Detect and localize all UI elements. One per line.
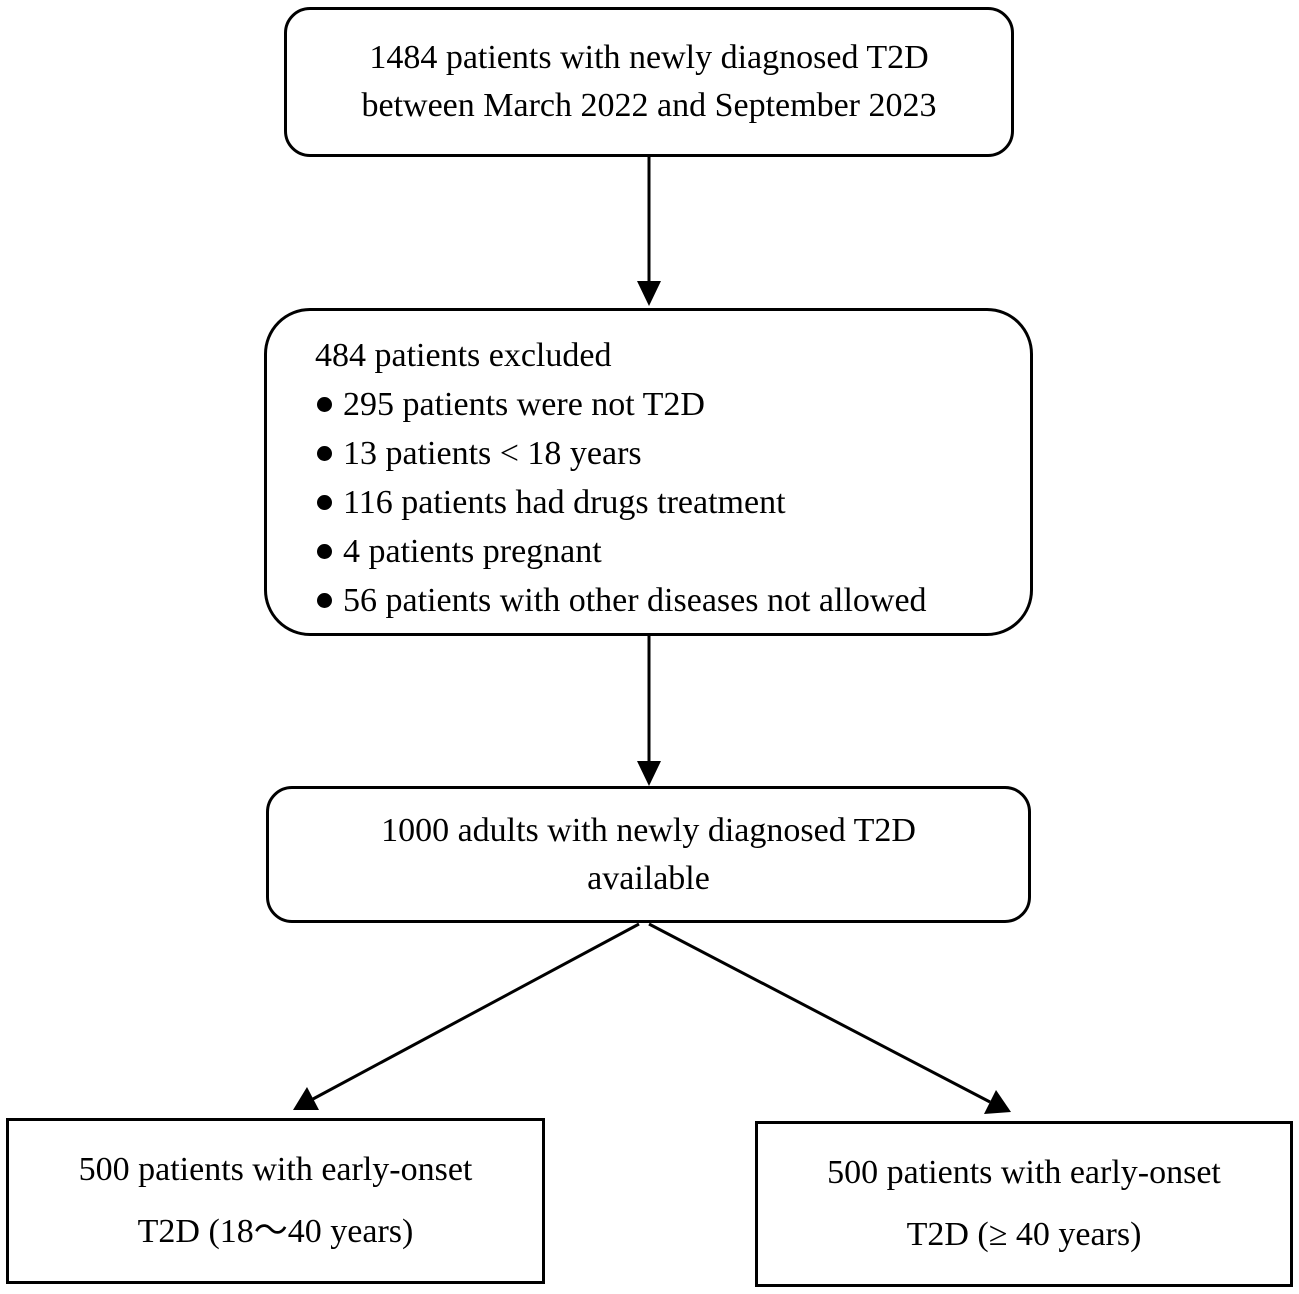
arrowhead-available-to-early-onset	[293, 1087, 319, 1110]
available-cohort-line-2: available	[587, 859, 710, 897]
exclusion-item-text: 295 patients were not T2D	[343, 386, 705, 423]
bullet-icon	[317, 397, 332, 412]
exclusion-box: 484 patients excluded 295 patients were …	[264, 308, 1033, 636]
initial-cohort-line-1: 1484 patients with newly diagnosed T2D	[369, 39, 929, 76]
available-cohort-line-1: 1000 adults with newly diagnosed T2D	[381, 811, 916, 849]
exclusion-item: 116 patients had drugs treatment	[315, 478, 927, 527]
initial-cohort-line-2: between March 2022 and September 2023	[361, 87, 937, 124]
exclusion-item-text: 4 patients pregnant	[343, 533, 602, 570]
bullet-icon	[317, 446, 332, 461]
early-onset-group-box: 500 patients with early-onset T2D (18～40…	[6, 1118, 545, 1284]
arrow-available-to-early-onset	[312, 922, 640, 1101]
exclusion-list: 295 patients were not T2D 13 patients < …	[315, 380, 927, 625]
exclusion-item: 13 patients < 18 years	[315, 429, 927, 478]
exclusion-heading: 484 patients excluded	[315, 337, 612, 374]
bullet-icon	[317, 593, 332, 608]
bullet-icon	[317, 495, 332, 510]
exclusion-item-text: 13 patients < 18 years	[343, 435, 642, 472]
bullet-icon	[317, 544, 332, 559]
late-onset-line-1: 500 patients with early-onset	[827, 1154, 1221, 1191]
late-onset-line-2: T2D (≥ 40 years)	[906, 1216, 1142, 1253]
exclusion-item: 4 patients pregnant	[315, 527, 927, 576]
early-onset-line-2: T2D (18～40 years)	[137, 1213, 414, 1250]
arrowhead-initial-to-excluded	[637, 281, 661, 306]
exclusion-item: 295 patients were not T2D	[315, 380, 927, 429]
arrowhead-available-to-late-onset	[984, 1090, 1011, 1114]
arrow-available-to-late-onset	[648, 922, 991, 1104]
exclusion-item-text: 116 patients had drugs treatment	[343, 484, 786, 521]
exclusion-item: 56 patients with other diseases not allo…	[315, 576, 927, 625]
initial-cohort-box: 1484 patients with newly diagnosed T2D b…	[284, 7, 1014, 157]
available-cohort-box: 1000 adults with newly diagnosed T2D ava…	[266, 786, 1031, 923]
late-onset-group-box: 500 patients with early-onset T2D (≥ 40 …	[755, 1121, 1293, 1287]
early-onset-line-1: 500 patients with early-onset	[78, 1151, 473, 1188]
arrowhead-excluded-to-available	[637, 761, 661, 786]
exclusion-item-text: 56 patients with other diseases not allo…	[343, 582, 927, 619]
